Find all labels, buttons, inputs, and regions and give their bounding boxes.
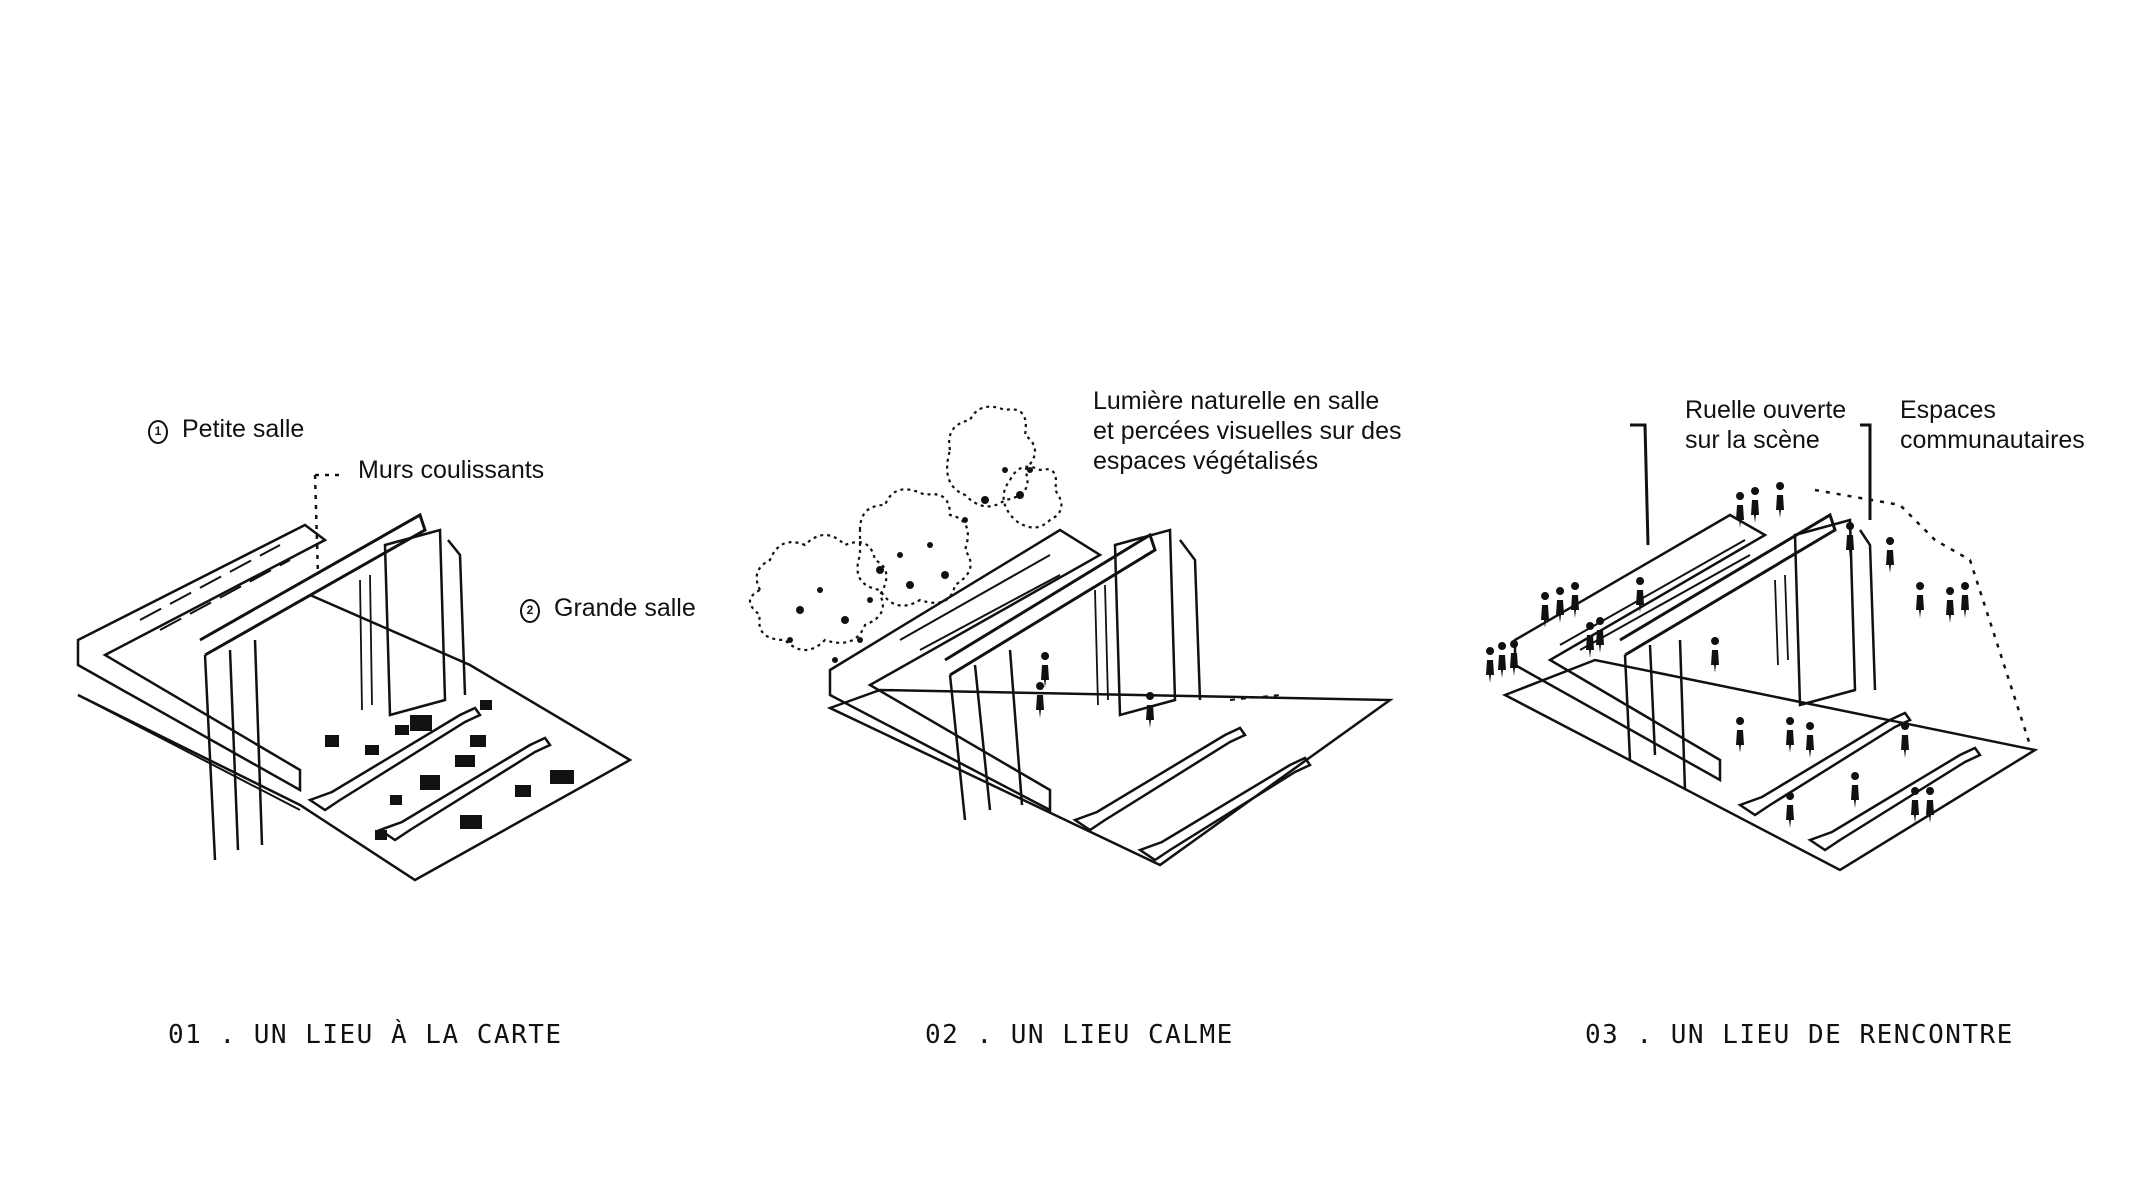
community-spaces-line-1: Espaces (1900, 396, 1996, 424)
number-two-icon: 2 (520, 599, 540, 623)
natural-light-note: Lumière naturelle en salle et percées vi… (1093, 386, 1401, 476)
caption-panel-2: 02 . UN LIEU CALME (925, 1020, 1234, 1050)
panel-3-sketch (1486, 423, 2039, 872)
caption-panel-3: 03 . UN LIEU DE RENCONTRE (1585, 1020, 2014, 1050)
open-alley-line-1: Ruelle ouverte (1685, 396, 1847, 424)
community-spaces-line-2: communautaires (1900, 426, 2085, 454)
natural-light-line-3: espaces végétalisés (1093, 447, 1319, 475)
large-room-text: Grande salle (554, 594, 696, 622)
open-alley-note: Ruelle ouverte sur la scène (1685, 395, 1846, 455)
small-room-label: 1 Petite salle (148, 414, 304, 444)
open-alley-line-2: sur la scène (1685, 426, 1820, 454)
community-spaces-note: Espaces communautaires (1900, 395, 2085, 455)
small-room-text: Petite salle (182, 415, 305, 443)
panel-2-sketch (748, 405, 1394, 867)
sliding-walls-label: Murs coulissants (358, 456, 545, 484)
natural-light-line-1: Lumière naturelle en salle (1093, 387, 1380, 415)
panel-1-sketch (76, 473, 633, 882)
large-room-label: 2 Grande salle (520, 593, 696, 623)
natural-light-line-2: et percées visuelles sur des (1093, 417, 1402, 445)
caption-panel-1: 01 . UN LIEU À LA CARTE (168, 1020, 563, 1050)
number-one-icon: 1 (148, 420, 168, 444)
